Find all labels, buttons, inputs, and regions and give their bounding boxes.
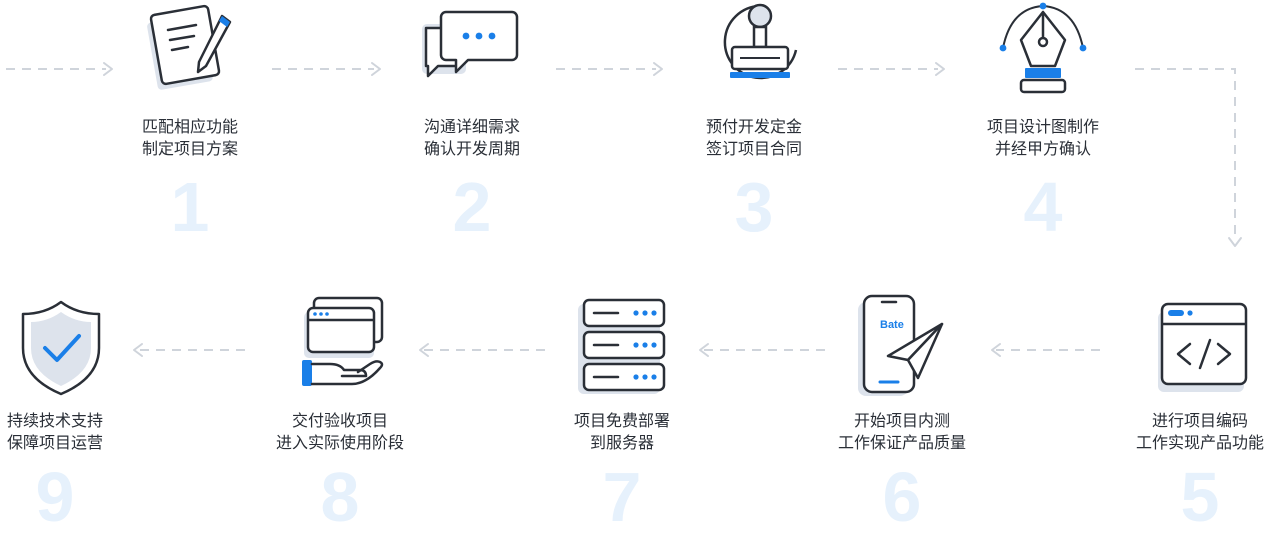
step-2-number: 2 [452, 168, 492, 246]
document-pen-icon [147, 4, 232, 90]
step-4: 项目设计图制作并经甲方确认 4 [943, 0, 1143, 250]
arrowhead-1-2 [371, 62, 381, 76]
hand-cards-icon [302, 296, 384, 386]
arrow-line-4-5 [1135, 68, 1236, 238]
step-4-number: 4 [1023, 168, 1063, 246]
step-9-label: 持续技术支持保障项目运营 [6, 411, 103, 452]
shield-check-icon [21, 300, 101, 396]
step-7: 项目免费部署到服务器 7 [522, 290, 722, 536]
step-8: 交付验收项目进入实际使用阶段 8 [240, 290, 440, 536]
step-5-label: 进行项目编码工作实现产品功能 [1135, 411, 1264, 452]
step-3: 预付开发定金签订项目合同 3 [654, 0, 854, 250]
stamp-icon [723, 3, 798, 80]
arrowhead-5-6 [991, 343, 1001, 357]
phone-text: Bate [880, 319, 904, 331]
step-5-number: 5 [1180, 458, 1220, 536]
step-6: Bate 开始项目内测工作保证产品质量 6 [802, 290, 1002, 536]
arrowhead-start [103, 62, 113, 76]
step-6-label: 开始项目内测工作保证产品质量 [837, 411, 966, 452]
code-window-icon [1158, 302, 1248, 392]
arrowhead-7-8 [419, 343, 429, 357]
arrowhead-8-9 [133, 343, 143, 357]
step-6-number: 6 [882, 458, 922, 536]
arrowhead-6-7 [699, 343, 709, 357]
step-8-number: 8 [320, 458, 360, 536]
step-1-number: 1 [170, 168, 210, 246]
step-7-number: 7 [602, 458, 642, 536]
step-8-label: 交付验收项目进入实际使用阶段 [275, 411, 404, 452]
step-7-label: 项目免费部署到服务器 [573, 411, 670, 452]
arrowhead-3-4 [935, 62, 945, 76]
step-2: 沟通详细需求确认开发周期 2 [372, 0, 572, 250]
step-3-label: 预付开发定金签订项目合同 [705, 117, 802, 158]
step-1: 匹配相应功能制定项目方案 1 [90, 0, 290, 250]
phone-paper-plane-icon: Bate [858, 294, 944, 396]
step-9: 持续技术支持保障项目运营 9 [0, 290, 155, 536]
step-3-number: 3 [734, 168, 774, 246]
pen-tool-icon [999, 2, 1087, 94]
step-4-label: 项目设计图制作并经甲方确认 [986, 117, 1099, 158]
step-9-number: 9 [35, 458, 75, 536]
step-1-label: 匹配相应功能制定项目方案 [141, 117, 238, 158]
arrowhead-4-5 [1228, 237, 1242, 247]
arrowhead-2-3 [653, 62, 663, 76]
server-icon [578, 298, 666, 394]
chat-bubbles-icon [422, 10, 519, 78]
step-5: 进行项目编码工作实现产品功能 5 [1100, 290, 1275, 536]
step-2-label: 沟通详细需求确认开发周期 [423, 117, 520, 158]
